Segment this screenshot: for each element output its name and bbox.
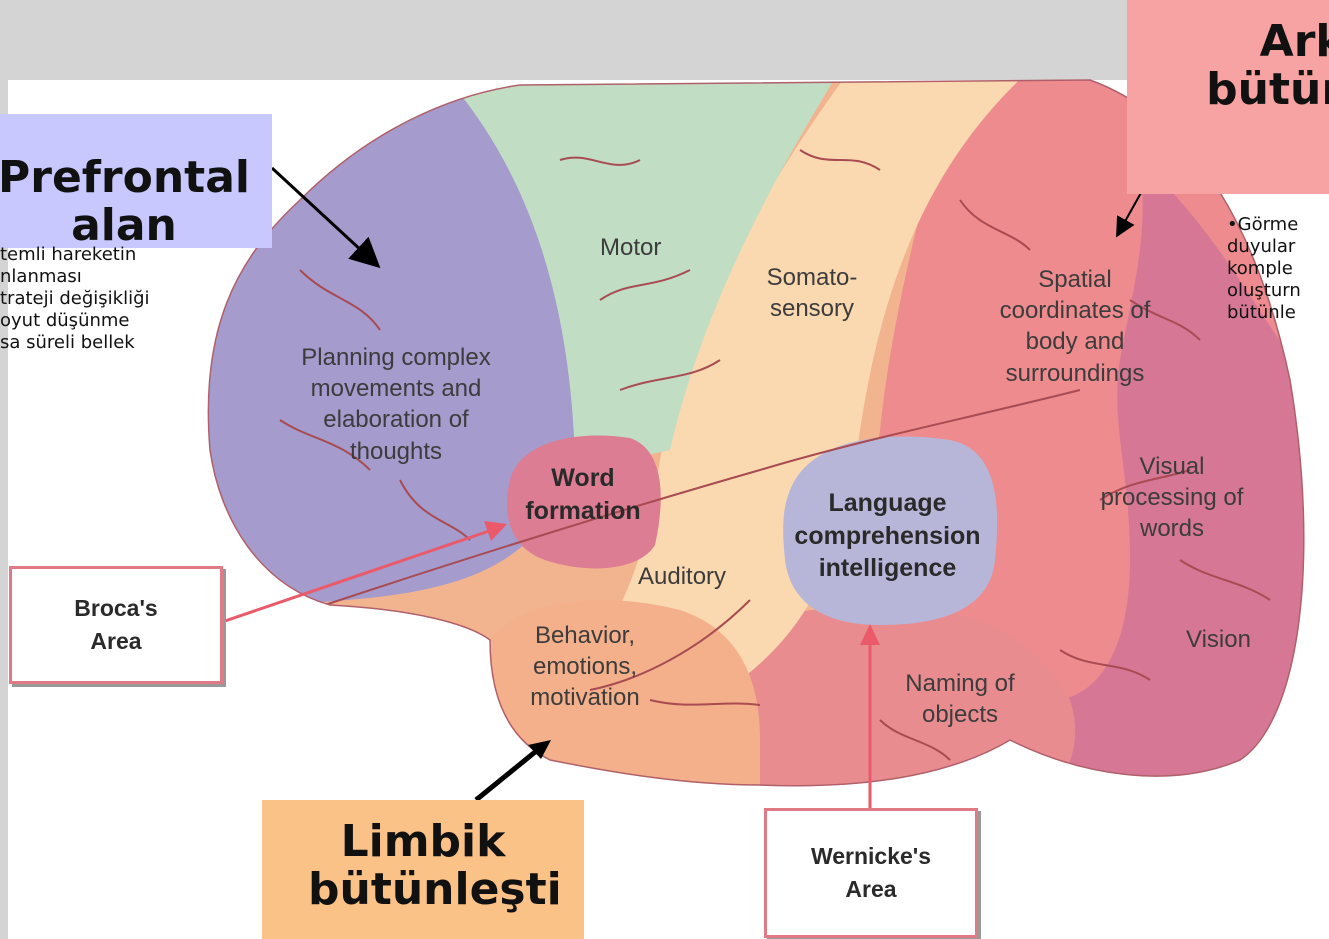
label-vision: Vision (1186, 626, 1251, 653)
broca-area-label: Broca's Area (74, 594, 158, 654)
broca-area-box: Broca's Area (9, 566, 223, 684)
label-spatial: Spatial coordinates of body and surround… (999, 266, 1151, 387)
wernicke-area-label: Wernicke's Area (810, 842, 932, 902)
label-somatosensory: Somato- sensory (766, 264, 858, 323)
wernicke-blob (783, 436, 998, 625)
prefrontal-callout-text: Prefrontal alan (0, 152, 250, 248)
prefrontal-bullet-item: oyut düşünme (0, 309, 130, 331)
label-language: Language comprehension intelligence (794, 489, 981, 582)
broca-blob (506, 435, 661, 569)
label-word-formation: Word formation (525, 464, 641, 525)
posterior-bullet-item: duyular (1227, 235, 1296, 257)
prefrontal-bullet-item: nlanması (0, 265, 82, 287)
blood-vessels (279, 149, 1271, 761)
occipital-region (960, 160, 1304, 786)
lateral-fissure (324, 389, 1081, 606)
limbic-callout-text: Limbik bütünleşti (308, 816, 562, 915)
posterior-bullets: •Görme duyular komple oluşturn bütünle (1227, 214, 1329, 364)
label-planning: Planning complex movements and elaborati… (301, 344, 491, 465)
posterior-callout-text: Arka bütünl al (1206, 16, 1329, 115)
prefrontal-bullets: temli hareketin nlanması trateji değişik… (0, 244, 232, 394)
limbic-arrow (474, 746, 542, 802)
label-auditory: Auditory (638, 563, 727, 590)
top-band (0, 0, 1329, 80)
prefrontal-callout: Prefrontal alan (0, 114, 272, 248)
wernicke-area-box: Wernicke's Area (764, 808, 978, 938)
prefrontal-bullet-item: trateji değişikliği (0, 287, 150, 309)
limbic-arrowhead (528, 740, 551, 759)
label-naming: Naming of objects (905, 670, 1015, 729)
somatosensory-region (600, 80, 1030, 690)
left-band (0, 80, 8, 939)
label-visual-processing: Visual processing of words (1100, 453, 1244, 543)
posterior-callout: Arka bütünl al (1127, 0, 1329, 194)
prefrontal-arrow (270, 166, 381, 269)
wernicke-pointer-arrow (860, 624, 880, 808)
prefrontal-bullet-item: temli hareketin (0, 244, 137, 265)
posterior-bullet-item: oluşturn (1227, 279, 1301, 301)
posterior-bullet-item: •Görme (1227, 214, 1299, 235)
posterior-bullet-item: bütünle (1227, 301, 1296, 323)
label-motor: Motor (600, 234, 662, 261)
posterior-bullet-item: komple (1227, 257, 1293, 279)
limbic-callout: Limbik bütünleşti (262, 800, 584, 939)
label-behavior: Behavior, emotions, motivation (530, 622, 640, 712)
broca-pointer-arrow (221, 521, 507, 624)
prefrontal-bullet-item: sa süreli bellek (0, 331, 135, 353)
motor-region (420, 80, 840, 470)
